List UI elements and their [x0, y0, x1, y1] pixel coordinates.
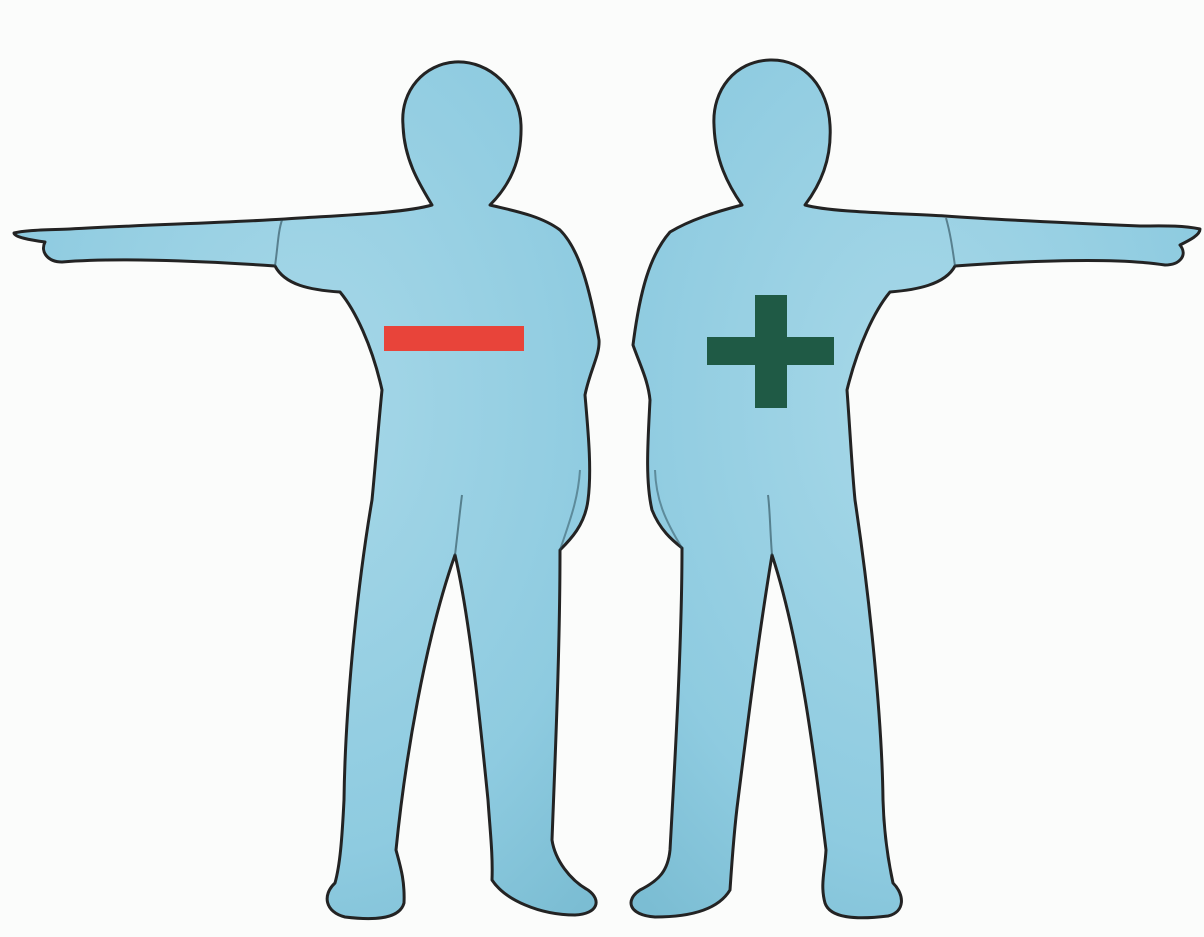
figure-right-body: [631, 60, 1200, 918]
figure-left: [14, 62, 599, 919]
minus-sign-icon: [384, 326, 524, 351]
figure-right: [631, 60, 1200, 918]
figure-left-body: [14, 62, 599, 919]
